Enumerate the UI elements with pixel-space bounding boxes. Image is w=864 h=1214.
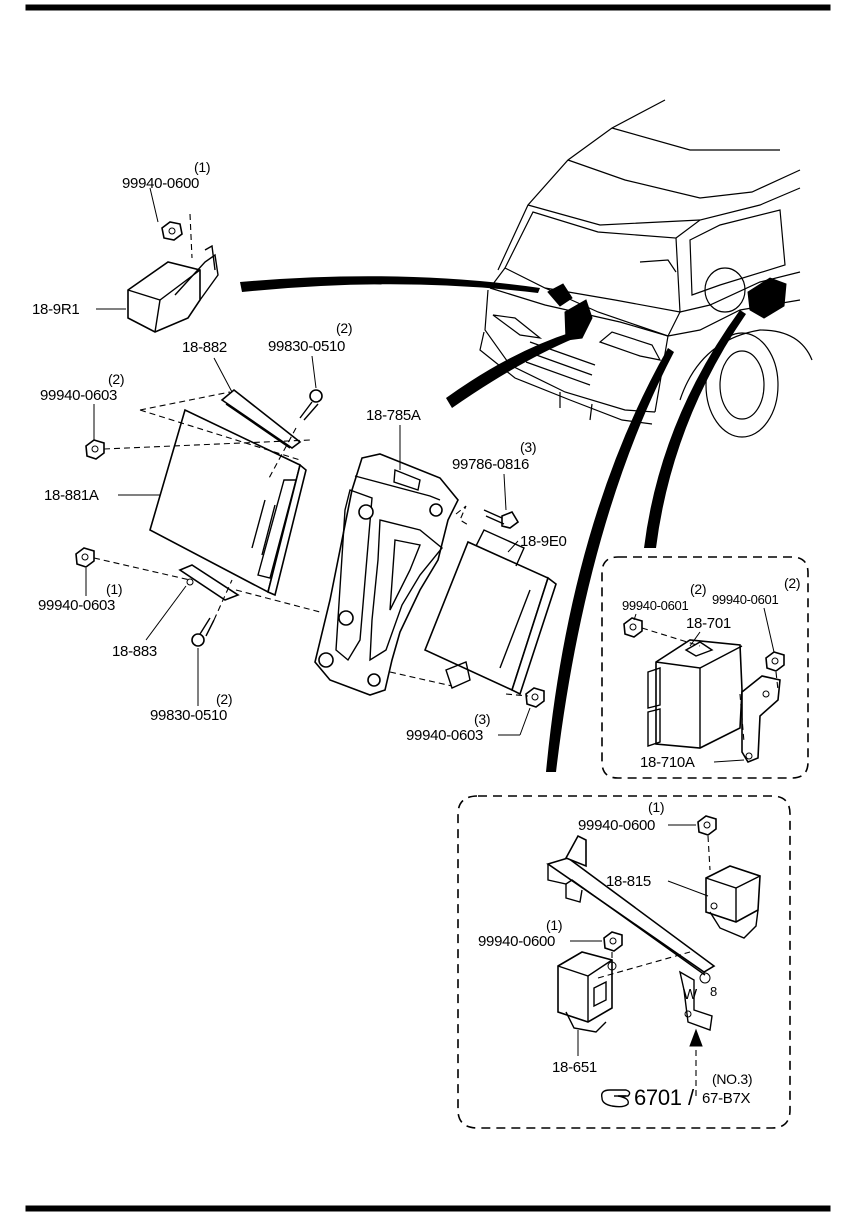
label-nut-9r1-qty: (1) <box>194 159 210 175</box>
label-screw-top: 99830-0510 <box>268 338 345 355</box>
label-ref-note: (NO.3) <box>712 1071 752 1087</box>
label-nut-upper-left: 99940-0603 <box>40 387 117 404</box>
label-nut-9e0: 99940-0603 <box>406 727 483 744</box>
label-bracket-883: 18-883 <box>112 643 157 660</box>
nut-9e0 <box>525 687 545 708</box>
nut-701-right <box>765 651 785 672</box>
label-bracket-710a: 18-710A <box>640 754 695 771</box>
screw-top <box>299 389 323 421</box>
label-nut-701-left: 99940-0601 <box>622 598 688 613</box>
label-marker-w: W <box>683 986 698 1003</box>
nut-651 <box>603 931 623 952</box>
label-screw-bottom: 99830-0510 <box>150 707 227 724</box>
label-screw-top-qty: (2) <box>336 320 352 336</box>
bolt-0816 <box>483 509 520 529</box>
label-nut-815-qty: (1) <box>648 799 664 815</box>
pcm-881a-group <box>75 388 323 647</box>
label-nut-upper-left-qty: (2) <box>108 371 124 387</box>
screw-bottom <box>191 617 215 647</box>
label-relay-651: 18-651 <box>552 1059 597 1076</box>
nut-lower-left <box>75 547 95 568</box>
label-bracket-785a: 18-785A <box>366 407 421 424</box>
label-screw-bottom-qty: (2) <box>216 691 232 707</box>
label-module-9e0: 18-9E0 <box>520 533 567 550</box>
label-nut-9e0-qty: (3) <box>474 711 490 727</box>
label-relay-815: 18-815 <box>606 873 651 890</box>
label-marker-num: 8 <box>710 984 717 999</box>
bracket-785a-part <box>314 453 459 696</box>
label-nut-lower-left: 99940-0603 <box>38 597 115 614</box>
label-fig-number: 6701 <box>634 1085 682 1110</box>
label-nut-701-right-qty: (2) <box>784 575 800 591</box>
label-nut-701-left-qty: (2) <box>690 581 706 597</box>
label-nut-651: 99940-0600 <box>478 933 555 950</box>
bracket-882-part <box>220 388 302 449</box>
label-nut-9r1: 99940-0600 <box>122 175 199 192</box>
label-bracket-882: 18-882 <box>182 339 227 356</box>
label-nut-651-qty: (1) <box>546 917 562 933</box>
module-9r1-group <box>127 187 219 333</box>
label-nut-815: 99940-0600 <box>578 817 655 834</box>
label-fig-separator: / <box>688 1085 695 1110</box>
relay-651-part <box>557 951 613 1023</box>
inset-box-relays <box>457 795 791 1129</box>
label-module-701: 18-701 <box>686 615 731 632</box>
bracket-883-part <box>178 564 240 601</box>
bottom-rule <box>25 1205 831 1212</box>
nut-9r1 <box>161 221 183 241</box>
label-bolt-0816: 99786-0816 <box>452 456 529 473</box>
label-nut-lower-left-qty: (1) <box>106 581 122 597</box>
module-701-part <box>655 639 743 749</box>
pointing-hand-icon <box>600 1089 631 1108</box>
nut-upper-left <box>85 439 105 460</box>
nut-701-left <box>623 617 643 638</box>
label-module-9r1: 18-9R1 <box>32 301 79 318</box>
label-bolt-0816-qty: (3) <box>520 439 536 455</box>
bracket-710a-part <box>741 675 781 763</box>
bracket-785a-group <box>314 453 557 708</box>
module-9e0-part <box>423 540 549 692</box>
relay-815-part <box>705 865 761 923</box>
label-fig-subref: 67-B7X <box>702 1090 751 1107</box>
relay-bracket-group <box>546 815 761 1096</box>
label-pcm-881a: 18-881A <box>44 487 99 504</box>
label-nut-701-right: 99940-0601 <box>712 592 778 607</box>
vehicle-illustration <box>240 99 813 772</box>
nut-815 <box>697 815 717 836</box>
top-rule <box>25 4 831 11</box>
module-701-group <box>623 617 785 763</box>
